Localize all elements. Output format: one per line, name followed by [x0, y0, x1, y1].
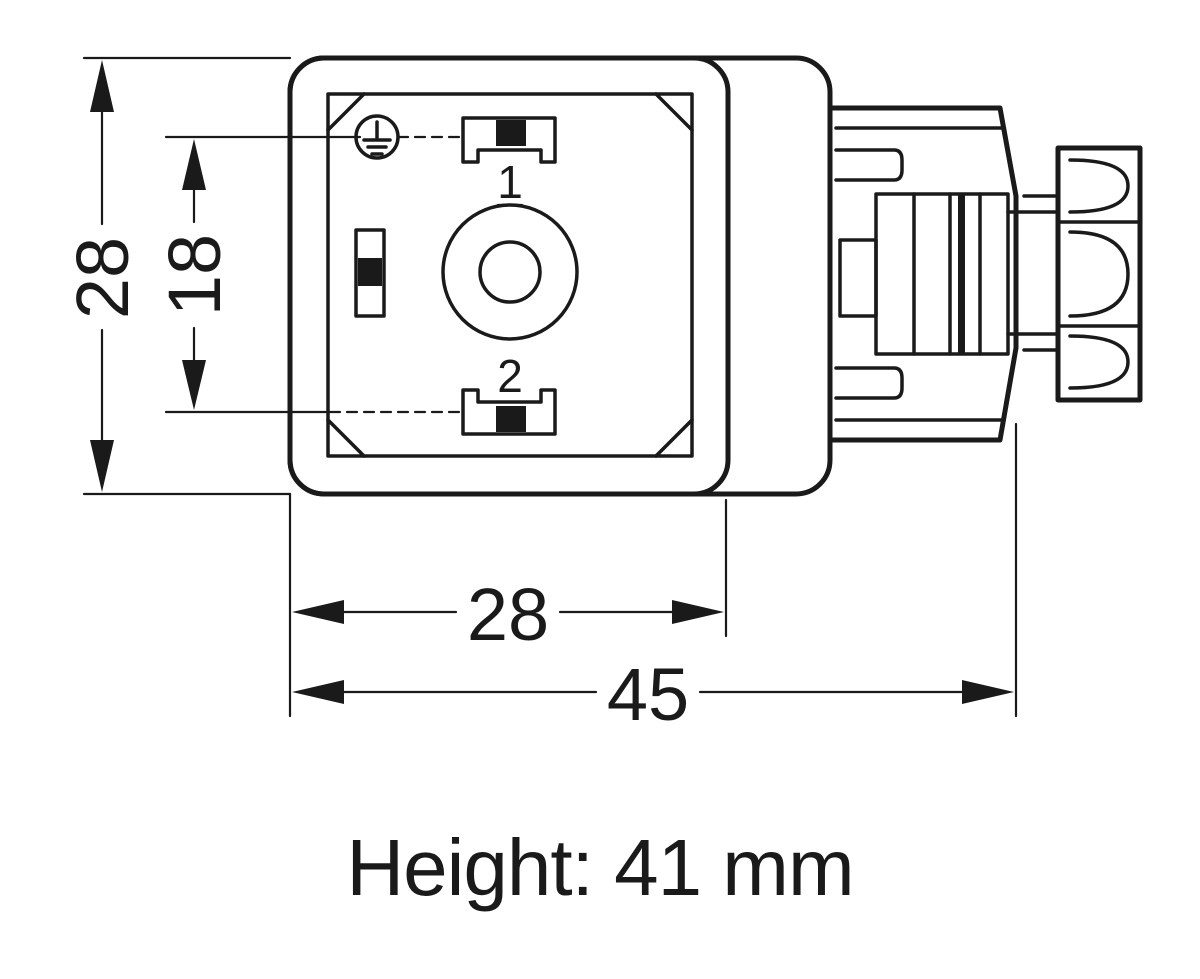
center-boss [441, 203, 579, 341]
gland-nut [1055, 145, 1143, 403]
dim-total-length [292, 680, 1014, 704]
corner-chamfer-tr [654, 92, 694, 132]
corner-chamfer-bl [326, 418, 366, 458]
corner-chamfer-tl [326, 92, 366, 132]
dim-pin-spacing [182, 139, 206, 410]
corner-chamfer-br [654, 418, 694, 458]
dim-total-length-label: 45 [607, 653, 689, 736]
inner-face [326, 92, 694, 458]
pin-1-contact [461, 116, 557, 164]
screw-hole [478, 240, 542, 304]
dim-front-width-label: 28 [467, 573, 549, 656]
height-caption: Height: 41 mm [346, 823, 854, 912]
dim-overall-height [90, 60, 114, 492]
earth-icon [354, 114, 400, 160]
pin-1-label: 1 [497, 156, 523, 208]
dim-overall-height-label: 28 [61, 237, 144, 319]
pin-2-label: 2 [497, 350, 523, 402]
pin-2-contact [461, 388, 557, 436]
dim-front-width [292, 600, 724, 624]
side-key-contact [354, 228, 386, 318]
front-plate [287, 55, 731, 497]
dim-pin-spacing-label: 18 [153, 234, 236, 316]
cable-gland [827, 105, 1060, 443]
